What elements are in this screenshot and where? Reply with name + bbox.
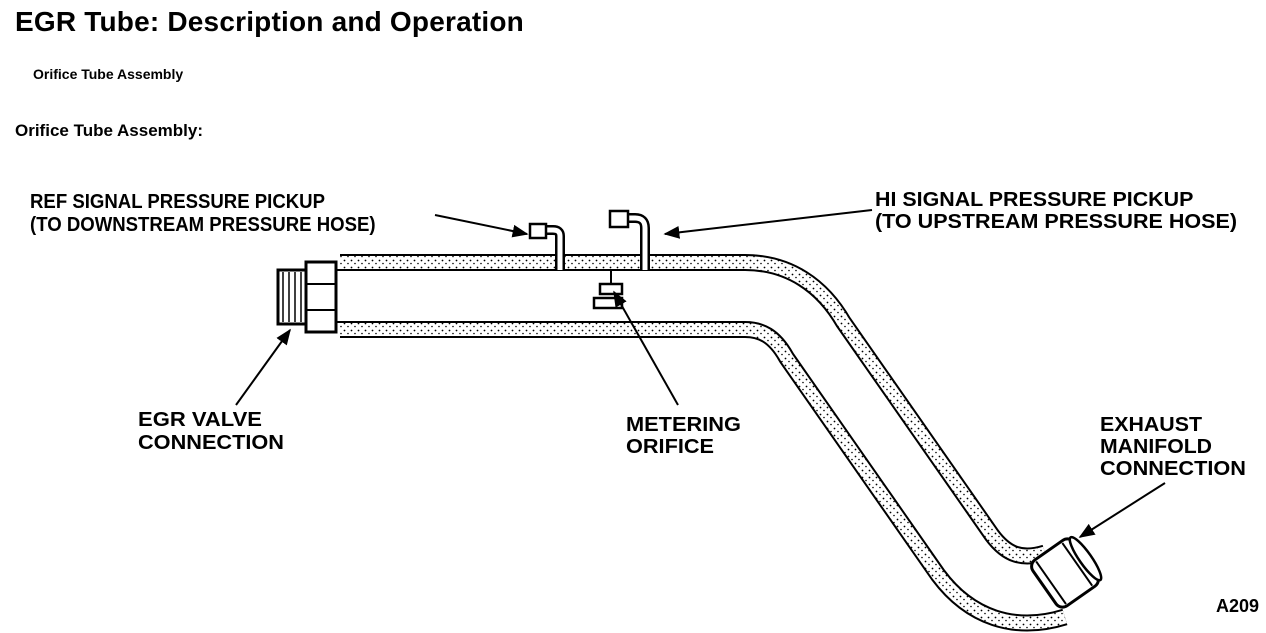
orifice-tube-assembly-link[interactable]: Orifice Tube Assembly <box>33 66 184 82</box>
exhaust-manifold-nut <box>1030 535 1103 609</box>
exhaust-leader <box>1078 482 1166 538</box>
hi-signal-pickup <box>608 209 650 270</box>
metering-leader <box>613 290 679 406</box>
hi-leader <box>663 209 873 239</box>
exhaust-manifold-label: EXHAUST MANIFOLD CONNECTION <box>1100 414 1246 480</box>
section-heading: Orifice Tube Assembly: <box>15 121 203 140</box>
metering-orifice-label: METERING ORIFICE <box>626 414 747 458</box>
ref-signal-pickup <box>528 222 565 270</box>
egr-valve-label: EGR VALVE CONNECTION <box>138 409 284 454</box>
egr-valve-fitting <box>276 260 338 334</box>
figure-id: A209 <box>1216 596 1259 616</box>
ref-signal-label: REF SIGNAL PRESSURE PICKUP (TO DOWNSTREA… <box>30 191 376 236</box>
leader-lines <box>235 209 1166 538</box>
egr-leader <box>235 328 291 406</box>
hi-signal-label: HI SIGNAL PRESSURE PICKUP (TO UPSTREAM P… <box>875 189 1237 233</box>
page-title: EGR Tube: Description and Operation <box>15 6 524 37</box>
egr-tube <box>335 254 1068 632</box>
ref-leader <box>434 214 529 238</box>
